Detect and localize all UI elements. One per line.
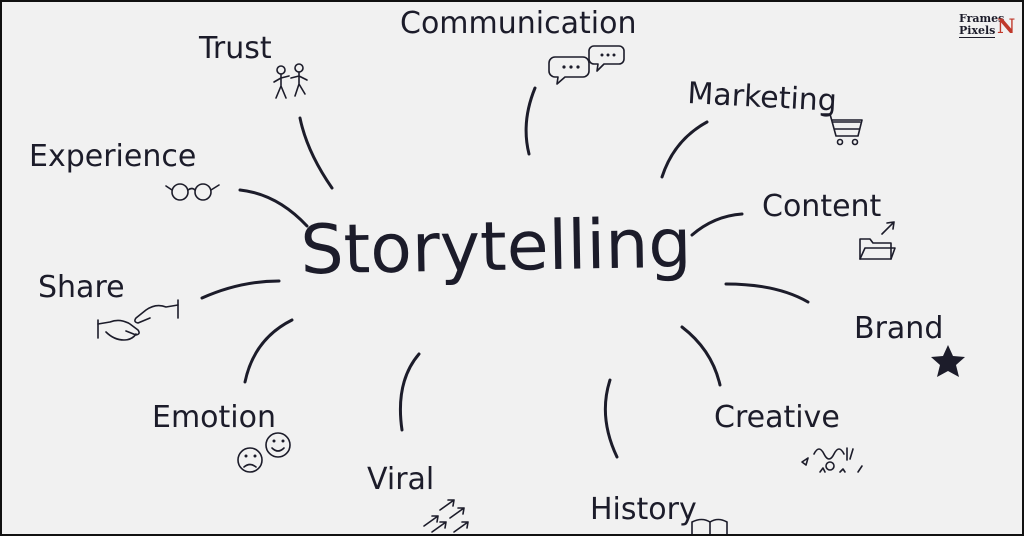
connector-history [603,378,619,459]
connector-experience [238,188,309,228]
glasses-icon [165,183,220,201]
connector-brand [724,282,810,304]
connector-trust [298,116,334,190]
brand-logo: Frames Pixels N [957,12,1015,42]
logo-rule [959,37,995,38]
node-label-viral: Viral [367,462,434,497]
connector-share [200,279,281,300]
logo-letter: N [997,14,1016,38]
node-label-trust: Trust [198,31,272,66]
node-label-brand: Brand [854,311,943,346]
connector-viral [398,352,421,432]
node-label-share: Share [38,270,125,305]
logo-line-1: Frames [959,12,1005,25]
connectors [200,86,810,459]
star-icon [931,345,965,377]
people-icon [273,63,308,99]
node-label-creative: Creative [714,400,840,435]
arrows-icon [423,499,469,533]
handshake-icon [97,299,179,341]
connector-content [690,212,744,237]
node-label-marketing: Marketing [687,76,838,119]
logo-line-2: Pixels [959,24,996,37]
emoji-faces-icon [237,432,291,473]
connector-marketing [660,120,709,179]
node-label-communication: Communication [400,6,636,41]
connector-emotion [243,318,294,384]
book-icon [691,518,728,534]
center-title: Storytelling [300,205,692,291]
node-label-emotion: Emotion [152,400,276,435]
node-label-content: Content [762,189,882,224]
folder-icon [859,221,896,260]
speech-bubbles-icon [548,45,625,85]
connector-creative [680,325,722,387]
node-label-experience: Experience [29,139,196,174]
shopping-cart-icon [821,113,863,146]
connector-communication [524,86,537,156]
node-label-history: History [590,492,697,527]
creative-doodle-icon [801,447,863,473]
